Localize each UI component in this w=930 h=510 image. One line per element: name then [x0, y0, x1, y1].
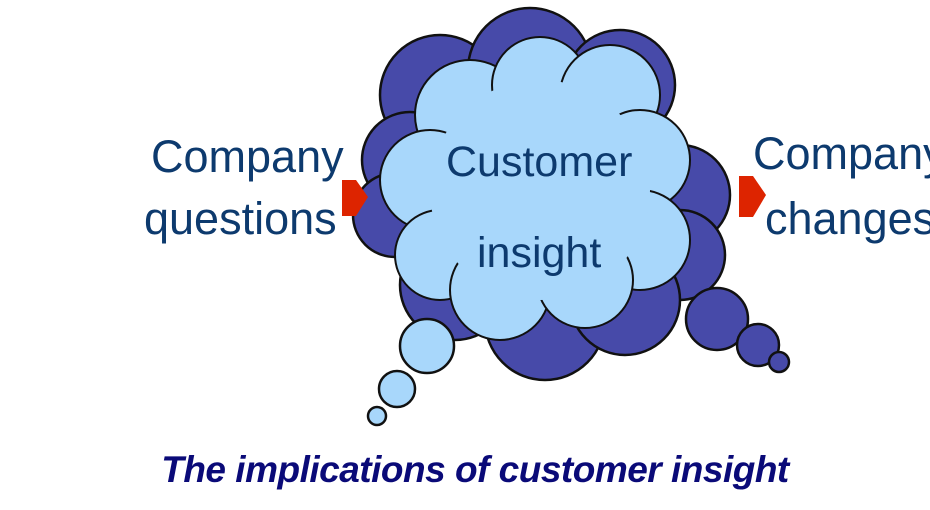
arrow-right-icon: [342, 180, 368, 216]
dark-bubble-small: [767, 350, 791, 374]
right-label-line1: Company: [753, 128, 930, 179]
dark-bubble-large: [684, 286, 750, 352]
light-bubble-medium: [377, 369, 417, 409]
dark-bubble-medium: [735, 322, 781, 368]
right-label-line2: changes: [765, 193, 930, 244]
left-label-line1: Company: [151, 131, 344, 182]
front-cloud: [379, 36, 691, 341]
diagram-caption: The implications of customer insight: [161, 449, 789, 490]
center-label-line1: Customer: [446, 138, 633, 186]
light-bubble-large: [398, 317, 456, 375]
light-thought-bubbles: [366, 317, 456, 427]
center-label-line2: insight: [477, 229, 602, 277]
arrow-right-icon: [739, 176, 766, 217]
dark-thought-bubbles: [684, 286, 791, 374]
light-bubble-small: [366, 405, 388, 427]
left-label-line2: questions: [144, 193, 337, 244]
